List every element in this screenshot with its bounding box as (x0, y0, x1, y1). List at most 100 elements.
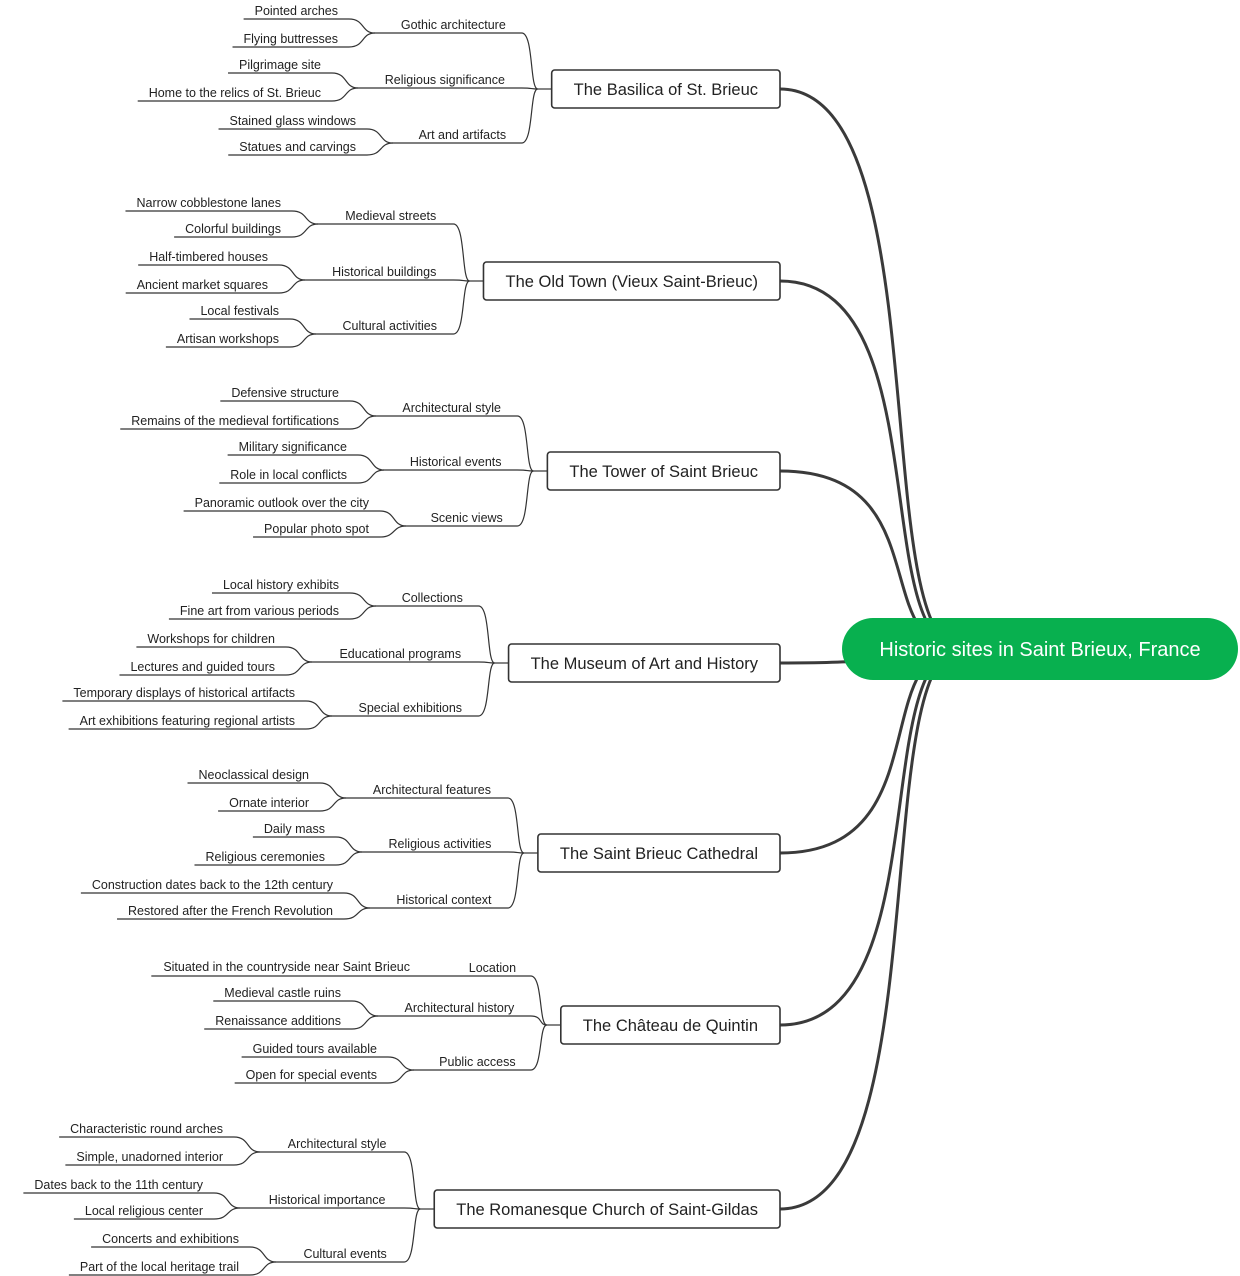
root-branch-link (779, 87, 963, 651)
branch-node[interactable]: The Museum of Art and History (507, 643, 781, 683)
branch-sub-link (332, 662, 496, 717)
sub-leaf-link (68, 715, 333, 730)
sub-leaf-link (189, 318, 317, 335)
sub-leaf-link (204, 1015, 379, 1030)
branch-label: The Basilica of St. Brieuc (574, 81, 758, 99)
leaf-node-label: Ornate interior (229, 796, 309, 810)
leaf-node-label: Characteristic round arches (70, 1122, 223, 1136)
sub-node-label: Religious activities (389, 837, 492, 851)
branch-node[interactable]: The Old Town (Vieux Saint-Brieuc) (482, 261, 781, 301)
leaf-node-label: Art exhibitions featuring regional artis… (80, 714, 295, 728)
branch-sub-link (406, 470, 534, 527)
branch-sub-link (276, 1208, 421, 1263)
branch-sub-link (305, 279, 470, 282)
branch-label: The Old Town (Vieux Saint-Brieuc) (505, 273, 758, 291)
leaf-node-label: Flying buttresses (244, 32, 338, 46)
sub-leaf-link (80, 892, 371, 909)
root-branch-link (779, 279, 963, 651)
nodes: Historic sites in Saint Brieux, FranceTh… (34, 4, 1238, 1274)
sub-leaf-link (125, 210, 319, 225)
leaf-node-label: Military significance (239, 440, 347, 454)
leaf-node-label: Fine art from various periods (180, 604, 339, 618)
leaf-node-label: Remains of the medieval fortifications (131, 414, 339, 428)
branch-node[interactable]: The Basilica of St. Brieuc (550, 69, 781, 109)
leaf-node-label: Open for special events (246, 1068, 377, 1082)
sub-leaf-link (234, 1069, 415, 1084)
root-node-label: Historic sites in Saint Brieux, France (879, 639, 1200, 661)
branch-sub-link (370, 852, 525, 909)
root-node[interactable]: Historic sites in Saint Brieux, France (842, 618, 1238, 680)
branch-label: The Tower of Saint Brieuc (569, 463, 758, 481)
branch-box (507, 643, 781, 683)
leaf-node-label: Ancient market squares (137, 278, 268, 292)
sub-leaf-link (136, 646, 313, 663)
branch-label: The Romanesque Church of Saint-Gildas (456, 1201, 758, 1219)
sub-node-label: Historical events (410, 455, 502, 469)
leaf-node-label: Pilgrimage site (239, 58, 321, 72)
sub-node-label: Art and artifacts (419, 128, 507, 142)
sub-node-label: Cultural activities (343, 319, 437, 333)
sub-leaf-link (253, 525, 407, 538)
branch-box (559, 1005, 781, 1045)
sub-node-label: Public access (439, 1055, 515, 1069)
sub-node-label: Cultural events (303, 1247, 386, 1261)
leaf-node-label: Local religious center (85, 1204, 203, 1218)
branch-sub-link (414, 1024, 548, 1071)
sub-node-label: Architectural style (288, 1137, 387, 1151)
leaf-node-label: Colorful buildings (185, 222, 281, 236)
branch-label: The Château de Quintin (583, 1017, 758, 1035)
branch-sub-link (240, 1207, 421, 1210)
sub-leaf-link (23, 1192, 241, 1209)
leaf-node-label: Popular photo spot (264, 522, 369, 536)
sub-leaf-link (119, 661, 313, 676)
sub-node-label: Scenic views (431, 511, 503, 525)
branch-label: The Museum of Art and History (531, 655, 759, 673)
sub-leaf-link (243, 18, 376, 34)
branch-sub-link (378, 1015, 547, 1026)
leaf-node-label: Daily mass (264, 822, 325, 836)
sub-leaf-link (228, 72, 359, 89)
sub-node-label: Educational programs (339, 647, 461, 661)
leaf-node-label: Situated in the countryside near Saint B… (163, 960, 410, 974)
leaf-node-label: Construction dates back to the 12th cent… (92, 878, 334, 892)
sub-node-label: Historical buildings (332, 265, 436, 279)
sub-leaf-link (68, 1261, 277, 1276)
branch-box (546, 451, 781, 491)
leaf-node-label: Pointed arches (255, 4, 338, 18)
leaf-node-label: Lectures and guided tours (130, 660, 275, 674)
sub-leaf-link (62, 700, 333, 717)
leaf-node-label: Religious ceremonies (205, 850, 325, 864)
sub-leaf-link (211, 592, 377, 607)
sub-node-label: Location (469, 961, 516, 975)
sub-leaf-link (252, 836, 363, 853)
sub-leaf-link (138, 264, 306, 281)
branch-sub-link (444, 975, 548, 1026)
branch-box (550, 69, 781, 109)
sub-leaf-link (218, 797, 347, 812)
branch-sub-link (393, 88, 539, 144)
sub-node-label: Religious significance (385, 73, 505, 87)
leaf-node-label: Defensive structure (231, 386, 339, 400)
sub-leaf-link (213, 1000, 379, 1017)
leaf-node-label: Workshops for children (147, 632, 275, 646)
sub-leaf-link (232, 32, 376, 48)
sub-leaf-link (73, 1207, 241, 1220)
sub-leaf-link (125, 279, 306, 294)
leaf-node-label: Restored after the French Revolution (128, 904, 333, 918)
branch-box (433, 1189, 781, 1229)
branch-node[interactable]: The Château de Quintin (559, 1005, 781, 1045)
branch-node[interactable]: The Tower of Saint Brieuc (546, 451, 781, 491)
sub-leaf-link (183, 510, 407, 527)
sub-leaf-link (137, 87, 359, 102)
sub-node-label: Historical context (396, 893, 492, 907)
leaf-node-label: Dates back to the 11th century (34, 1178, 203, 1192)
root-node-shape (842, 618, 1238, 680)
sub-leaf-link (59, 1136, 261, 1153)
branch-node[interactable]: The Romanesque Church of Saint-Gildas (433, 1189, 781, 1229)
sub-leaf-link (219, 469, 385, 484)
sub-leaf-link (91, 1246, 277, 1263)
branch-label: The Saint Brieuc Cathedral (560, 845, 758, 863)
sub-leaf-link (218, 128, 394, 144)
branch-box (482, 261, 781, 301)
branch-node[interactable]: The Saint Brieuc Cathedral (537, 833, 781, 873)
